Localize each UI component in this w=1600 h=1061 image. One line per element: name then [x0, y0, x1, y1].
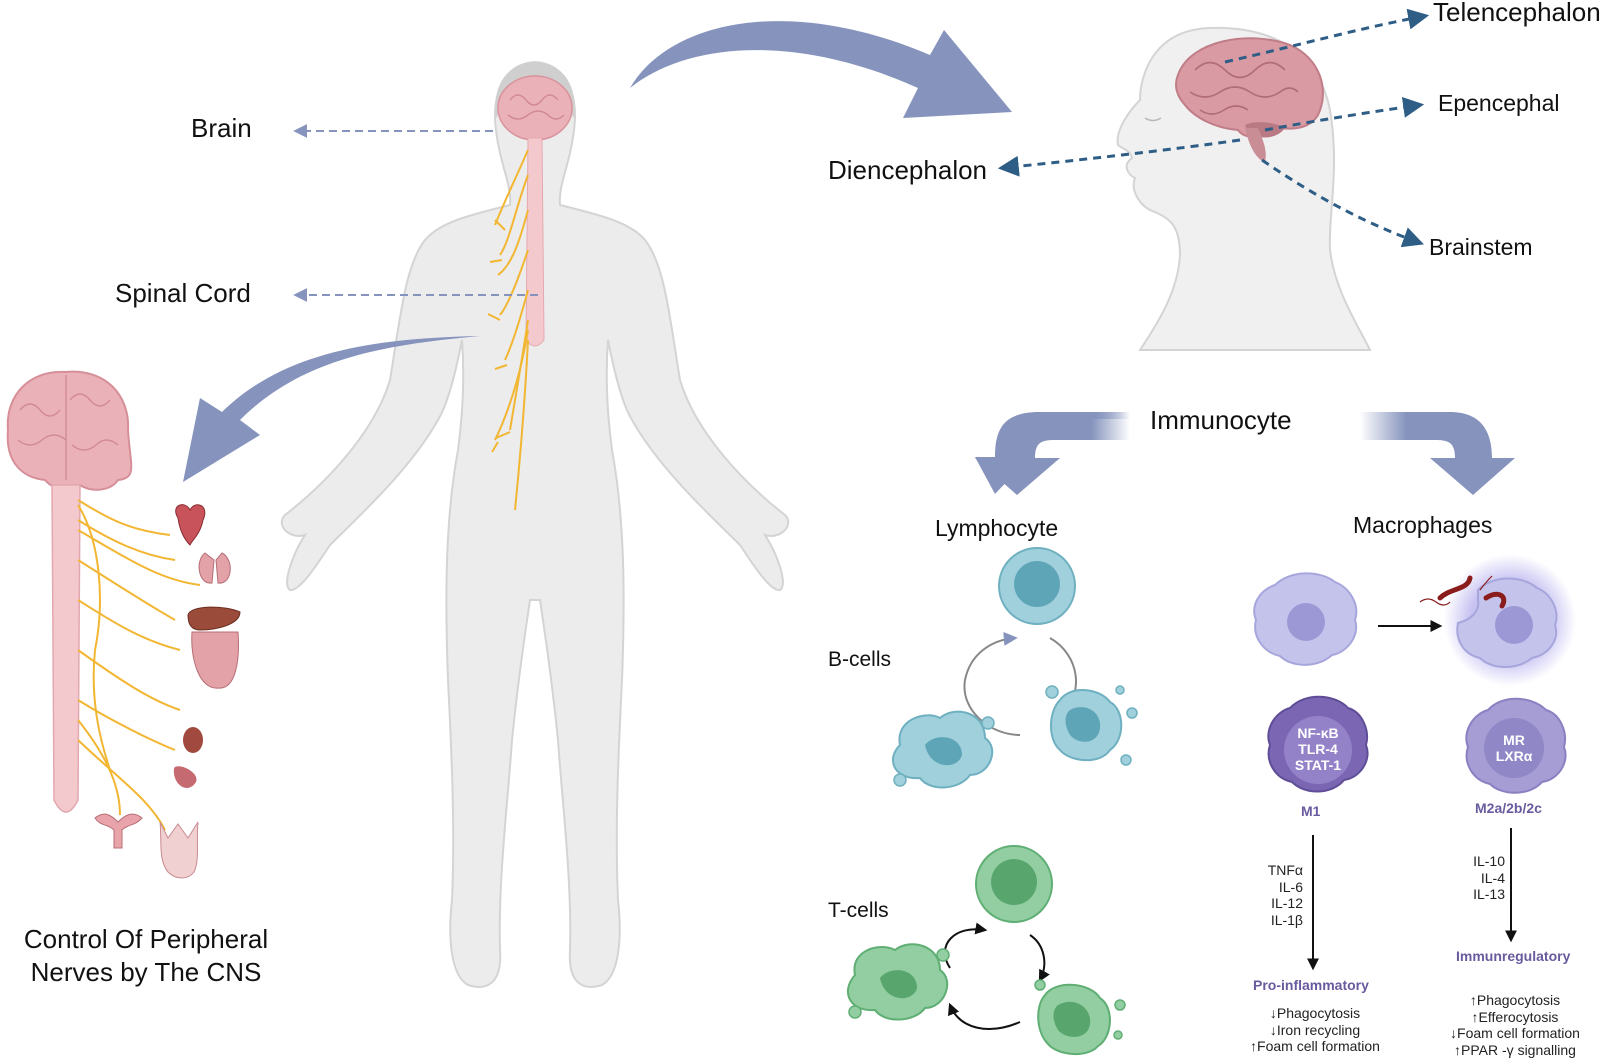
male-reproductive-organ [159, 821, 199, 879]
b-cell-activated-right-nucleus [1065, 707, 1101, 742]
m1-cytokine: IL-6 [1278, 878, 1303, 895]
b-cells-cycle [891, 547, 1138, 789]
label-lymphocyte: Lymphocyte [935, 515, 1059, 541]
brain-gyri-detail [507, 94, 565, 120]
head-profile [1116, 26, 1372, 351]
m2-effect: ↑Phagocytosis [1469, 992, 1561, 1008]
brainstem-shape [1245, 128, 1266, 162]
kidney-organ [183, 727, 203, 753]
liver-stomach-organ [187, 606, 241, 631]
label-control-peripheral-line1: Control Of Peripheral [23, 924, 269, 954]
m1-effect: ↓Iron recycling [1269, 1021, 1361, 1038]
macrophage-row [1253, 554, 1576, 686]
label-brain: Brain [191, 113, 252, 143]
m2-nucleus [1484, 718, 1544, 778]
label-t-cells: T-cells [828, 899, 889, 922]
t-cell-cycle-arrow-top [944, 922, 988, 969]
b-cell-blebs [893, 685, 1138, 787]
m1-marker: TLR-4 [1298, 741, 1338, 757]
heart-organ [175, 504, 206, 546]
m2-cytokine: IL-13 [1473, 886, 1505, 902]
macrophage-resting-nucleus [1287, 603, 1325, 641]
m2-cytokine-list: IL-10 IL-4 IL-13 [1460, 853, 1505, 903]
m1-marker: STAT-1 [1294, 757, 1342, 773]
m1-effect: ↓Phagocytosis [1269, 1005, 1361, 1021]
curved-arrow-to-head [630, 21, 1012, 118]
macrophage-activated-nucleus [1495, 606, 1533, 644]
body-nerves [487, 149, 529, 511]
pathogen-1 [1437, 575, 1473, 601]
m1-cytokine: IL-12 [1271, 895, 1303, 911]
m2-effect: ↓Foam cell formation [1450, 1025, 1580, 1041]
m2-effect: ↑PPAR -γ signalling [1454, 1041, 1576, 1058]
m1-effects-list: ↓Phagocytosis ↓Iron recycling ↑Foam cell… [1230, 1005, 1400, 1055]
t-cell-cycle-arrow-bottom [948, 1002, 1021, 1030]
m1-label: M1 [1301, 803, 1321, 819]
t-cell-cycle-arrow-right [1029, 934, 1050, 983]
human-body-figure [280, 60, 790, 988]
m1-outcome: Pro-inflammatory [1253, 977, 1369, 993]
label-macrophages: Macrophages [1353, 512, 1493, 538]
label-immunocyte: Immunocyte [1150, 405, 1292, 435]
t-cells-cycle [846, 845, 1126, 1055]
m2-marker: MR [1503, 732, 1525, 748]
m1-nucleus [1284, 716, 1352, 784]
m2-markers: MR LXRα [1484, 732, 1544, 764]
brainstem-arrow [1261, 158, 1424, 248]
label-diencephalon: Diencephalon [828, 155, 988, 185]
cns-diagram [6, 370, 241, 879]
m2-effects-list: ↑Phagocytosis ↑Efferocytosis ↓Foam cell … [1430, 992, 1600, 1058]
bladder-organ [173, 766, 197, 788]
immunocyte-left-arrow-body [975, 412, 1130, 495]
m2-label: M2a/2b/2c [1475, 800, 1542, 816]
label-control-peripheral: Control Of Peripheral Nerves by The CNS [0, 923, 292, 989]
cns-spinal-cord [51, 484, 81, 813]
m1-markers: NF-κB TLR-4 STAT-1 [1280, 725, 1356, 773]
intestines-organ [191, 631, 239, 689]
m2-macrophage [1465, 697, 1567, 943]
m1-cytokine-list: TNFα IL-6 IL-12 IL-1β [1248, 862, 1303, 928]
t-cell-activated-right-nucleus [1053, 1001, 1091, 1037]
m2-effect: ↑Efferocytosis [1471, 1008, 1559, 1025]
t-cell-blebs [848, 948, 1126, 1040]
pathogen-2 [1483, 591, 1507, 609]
label-b-cells: B-cells [828, 648, 892, 671]
spinal-cord [525, 137, 545, 347]
m1-macrophage [1267, 695, 1369, 971]
t-cell-nucleus [991, 859, 1037, 905]
immunocyte-right-arrow [1360, 412, 1515, 495]
epencephal-arrow [1264, 96, 1425, 132]
m1-effect: ↑Foam cell formation [1250, 1038, 1380, 1054]
uterus-organ [94, 813, 143, 849]
b-cell-nucleus [1014, 561, 1060, 607]
diencephalon-arrow [997, 138, 1241, 177]
lungs-organ [198, 552, 231, 584]
t-cell-activated-left-nucleus [880, 970, 917, 999]
curved-arrow-to-cns [183, 336, 480, 482]
m2-cytokine: IL-10 [1473, 853, 1505, 869]
m1-cytokine: IL-1β [1270, 911, 1303, 928]
m1-cytokine: TNFα [1267, 862, 1303, 878]
label-spinal-cord: Spinal Cord [115, 278, 251, 308]
pathogen-flagella [1419, 575, 1493, 606]
label-brainstem: Brainstem [1429, 234, 1533, 260]
m2-outcome: Immunregulatory [1456, 948, 1571, 964]
m1-marker: NF-κB [1297, 725, 1339, 741]
head-brain [497, 75, 573, 141]
cns-brain [6, 370, 133, 491]
b-cell-activated-left-nucleus [925, 737, 962, 766]
m2-cytokine: IL-4 [1480, 869, 1505, 886]
peripheral-nerves [77, 499, 201, 831]
body-silhouette [280, 60, 790, 988]
head-brain-gyri [1189, 61, 1299, 115]
cns-brain-gyri [17, 375, 119, 480]
label-epencephal: Epencephal [1438, 90, 1560, 116]
closed-eye [1144, 117, 1162, 122]
m2-marker: LXRα [1495, 748, 1533, 764]
label-telencephalon: Telencephalon [1433, 0, 1600, 27]
label-control-peripheral-line2: Nerves by The CNS [30, 957, 262, 987]
